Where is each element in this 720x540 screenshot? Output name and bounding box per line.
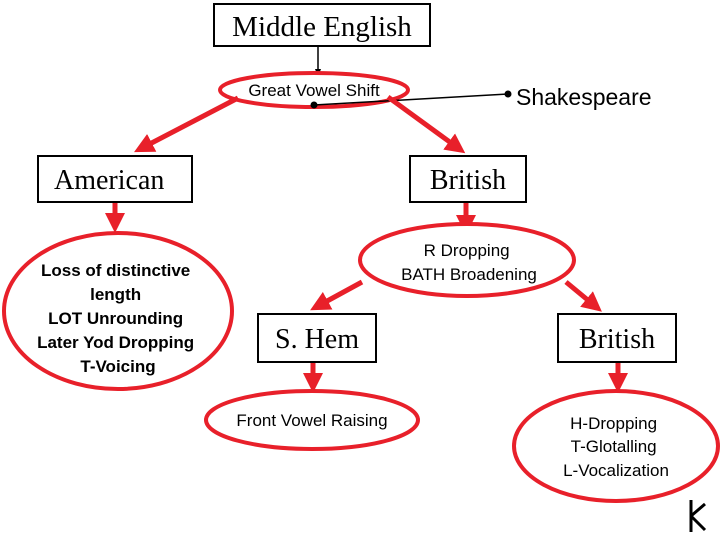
feature-line: length xyxy=(90,285,141,304)
american-box xyxy=(37,155,193,203)
s-hem-features-label: Front Vowel Raising xyxy=(236,411,387,430)
feature-line: Later Yod Dropping xyxy=(37,333,194,352)
great-vowel-shift-node: Great Vowel Shift xyxy=(218,71,410,109)
s-hem-features-node: Front Vowel Raising xyxy=(204,389,420,451)
arrow-icon xyxy=(564,280,602,312)
american-features-text: Loss of distinctive length LOT Unroundin… xyxy=(37,261,199,376)
british-top-label: British xyxy=(430,165,506,196)
feature-line: Loss of distinctive xyxy=(41,261,190,280)
s-hem-features-ellipse xyxy=(204,389,420,451)
feature-line: R Dropping xyxy=(424,241,510,260)
middle-english-node: Middle English xyxy=(213,3,431,47)
feature-line: BATH Broadening xyxy=(401,265,537,284)
s-hem-node: S. Hem xyxy=(257,313,377,363)
arrow-icon xyxy=(134,95,240,153)
british-sub-label: British xyxy=(579,324,655,355)
s-hem-label: S. Hem xyxy=(275,324,359,355)
logo-mark-icon xyxy=(689,500,707,532)
feature-line: LOT Unrounding xyxy=(48,309,183,328)
feature-line: T-Voicing xyxy=(80,357,155,376)
american-features-ellipse xyxy=(2,231,234,391)
pointer-dot-end xyxy=(504,90,512,98)
s-hem-box xyxy=(257,313,377,363)
middle-english-box xyxy=(213,3,431,47)
british-sub-features-ellipse xyxy=(512,389,720,503)
shakespeare-label: Shakespeare xyxy=(516,84,652,110)
pointer-dot-start xyxy=(310,101,318,109)
shakespeare-pointer-line xyxy=(313,93,509,106)
british-features-text: R Dropping BATH Broadening xyxy=(401,241,537,284)
british-sub-features-text: H-Dropping T-Glotalling L-Vocalization xyxy=(563,414,669,480)
feature-line: L-Vocalization xyxy=(563,461,669,480)
feature-line: H-Dropping xyxy=(570,414,657,433)
british-top-node: British xyxy=(409,155,527,203)
great-vowel-shift-label: Great Vowel Shift xyxy=(248,81,380,100)
british-features-node: R Dropping BATH Broadening xyxy=(358,222,576,298)
middle-english-label: Middle English xyxy=(232,11,412,43)
arrow-icon xyxy=(386,94,466,154)
british-sub-box xyxy=(557,313,677,363)
american-node: American xyxy=(37,155,193,203)
american-features-node: Loss of distinctive length LOT Unroundin… xyxy=(2,231,234,391)
american-label: American xyxy=(54,165,164,196)
arrow-icon xyxy=(310,279,364,311)
british-sub-node: British xyxy=(557,313,677,363)
feature-line: T-Glotalling xyxy=(571,437,657,456)
british-features-ellipse xyxy=(358,222,576,298)
british-top-box xyxy=(409,155,527,203)
british-sub-features-node: H-Dropping T-Glotalling L-Vocalization xyxy=(512,389,720,503)
